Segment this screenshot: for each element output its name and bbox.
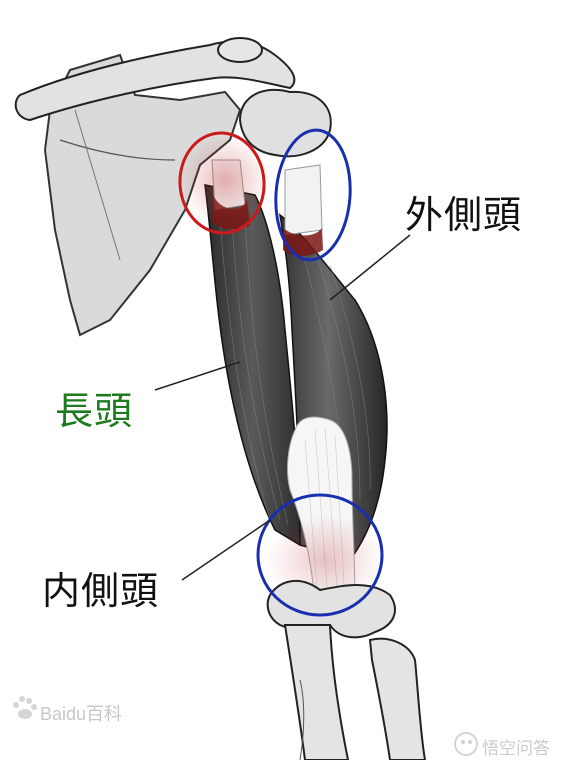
scapula-shape [43,53,242,337]
lateral-head-label: 外側頭 [405,193,523,237]
medial-head-insertion-highlight [256,493,384,617]
humerus-head-shape [238,88,332,158]
long-head-leader-line [154,361,241,391]
lateral-head-leader-line [329,234,411,301]
wukong-logo-icon [454,732,478,756]
medial-head-leader-line [181,519,271,581]
baidu-baike-watermark: Baidu百科 [40,704,123,724]
ulna-shape [283,624,350,761]
elbow-bones [266,580,396,639]
clavicle-shape [14,40,296,122]
long-head-label: 長頭 [55,389,134,433]
lateral-head-origin-highlight [274,128,352,262]
baidu-paw-icon [13,696,37,719]
radius-shape [368,637,427,761]
wukong-wenda-watermark: 悟空问答 [482,739,550,758]
medial-head-label: 内側頭 [42,569,160,613]
long-head-origin-highlight [178,131,266,235]
